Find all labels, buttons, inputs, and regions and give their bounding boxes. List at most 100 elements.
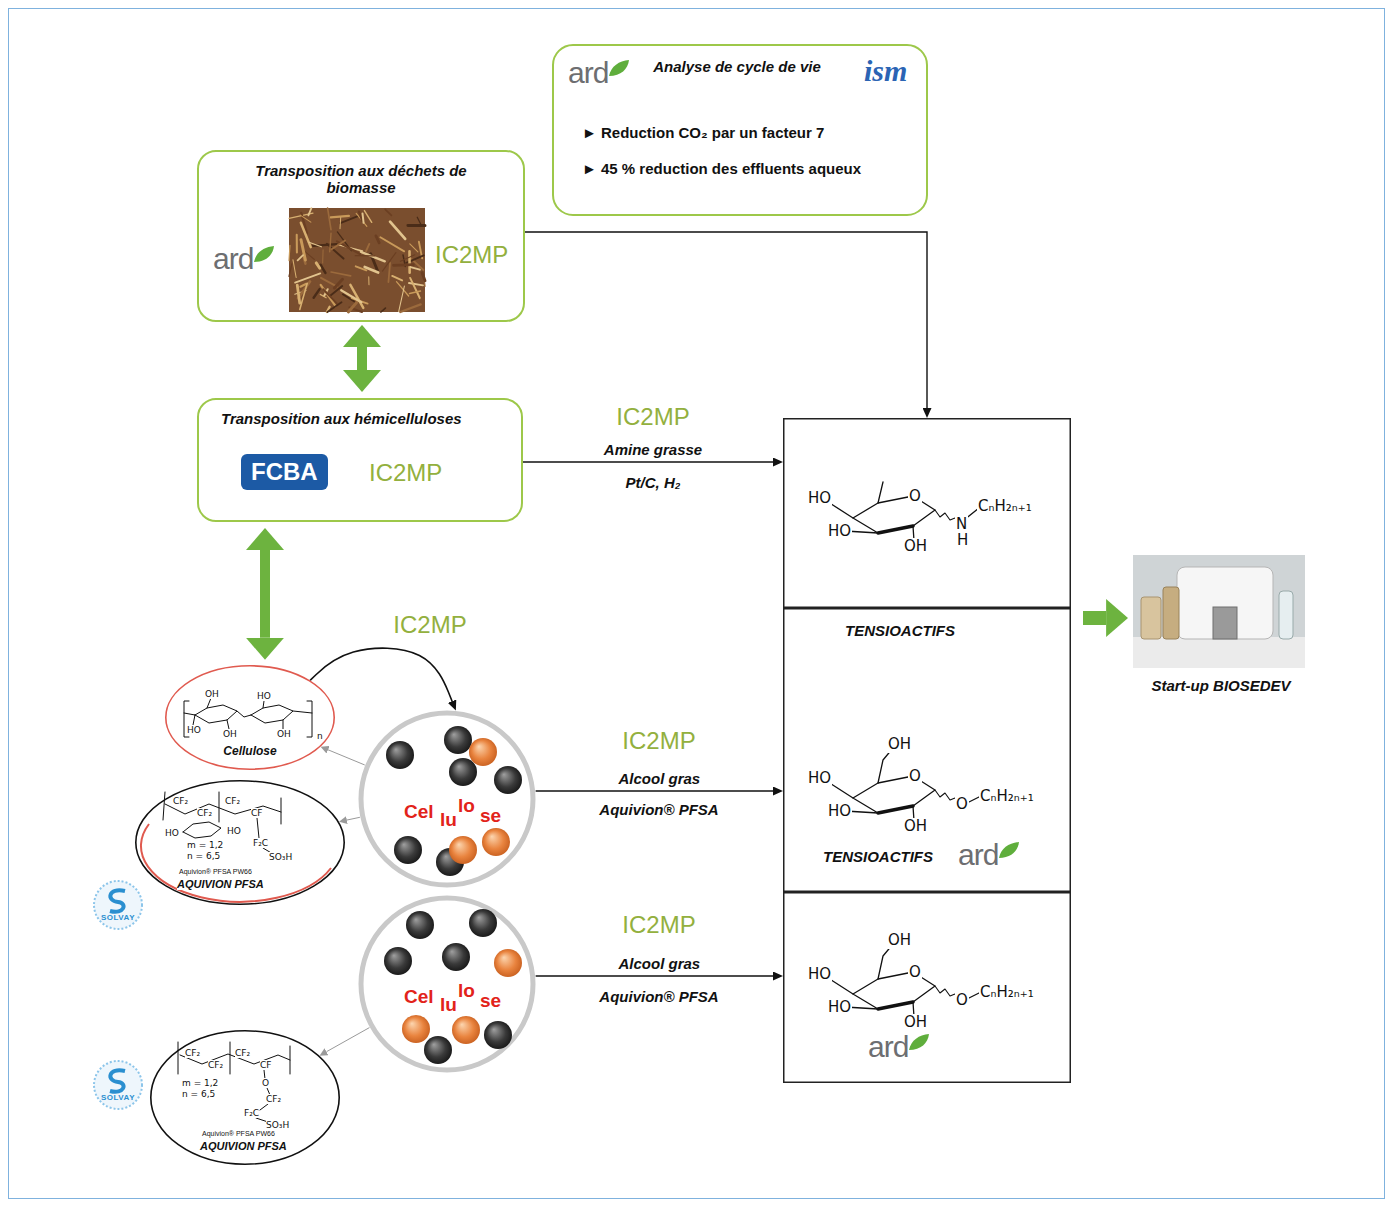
biomass-strand (341, 290, 361, 302)
partner-logo: IC2MP (393, 612, 466, 638)
partner-logo: IC2MP (435, 242, 508, 268)
biomass-strand (309, 242, 321, 247)
biomass-strand (361, 252, 385, 262)
atom-label: O (955, 992, 969, 1009)
biomass-strand (399, 286, 405, 311)
logo-name: SOLVAY (101, 913, 135, 922)
atom-label: HO (807, 770, 832, 787)
box-outline (198, 399, 522, 521)
connector (357, 347, 367, 370)
partner-logo: ard (868, 1032, 908, 1062)
bond-line (219, 792, 220, 822)
atom-label: CF₂ (225, 796, 240, 806)
bond-line (207, 698, 211, 708)
box-outline (198, 151, 524, 321)
photo-jar (1163, 587, 1179, 639)
cellulose-ball (452, 1016, 480, 1044)
solvay-swirl (110, 890, 125, 912)
result-box: ardAnalyse de cycle de vieism► Reduction… (552, 44, 928, 216)
bond-line (307, 701, 312, 737)
logo-name: SOLVAY (101, 1093, 135, 1102)
atom-label: F₂C (244, 1108, 259, 1118)
particle-text: Cel (404, 987, 434, 1008)
atom-label: HO (807, 490, 832, 507)
partner-logo: IC2MP (622, 728, 695, 754)
atom-label: CF₂ (208, 1060, 223, 1070)
bond-line (878, 526, 913, 533)
solvay-swirl (110, 1070, 125, 1092)
edge-label: Alcool gras (615, 770, 703, 787)
atom-label: HO (827, 999, 852, 1016)
biomass-strand (409, 283, 423, 285)
box-title: Transposition aux hémicelluloses (221, 410, 462, 427)
connector (536, 975, 773, 976)
atom-label: CF₂ (173, 796, 188, 806)
particle-text: lu (440, 995, 457, 1016)
bond-line (230, 1042, 231, 1074)
connector (1083, 611, 1106, 625)
atom-label: O (955, 796, 969, 813)
bond-line (184, 713, 195, 715)
product-name: Aquivion® PFSA PW66 (179, 868, 252, 876)
atom-label: F₂C (253, 838, 268, 848)
category-label: TENSIOACTIFS (845, 622, 955, 639)
biomass-strand (364, 211, 371, 223)
bond-line (251, 705, 293, 723)
product-name: AQUIVION PFSA (177, 878, 264, 890)
bond-line (878, 806, 913, 813)
catalyst-ball (469, 909, 497, 937)
biomass-strand (321, 265, 326, 273)
bond-line (878, 944, 893, 979)
biomass-strand (295, 273, 320, 282)
atom-label: OH (903, 1014, 928, 1031)
edge-label: Alcool gras (615, 955, 703, 972)
photo-caption: Start-up BIOSEDEV (1133, 677, 1309, 694)
atom-label: HO (257, 691, 271, 701)
biomass-strand (300, 215, 311, 222)
bond-line (178, 1042, 179, 1074)
bond-line (878, 1002, 913, 1009)
connector (347, 817, 360, 820)
node-outline (358, 895, 536, 1073)
biomass-strand (400, 304, 420, 312)
catalyst-label: Aquivion® PFSA (596, 988, 721, 1005)
node-outline (358, 710, 536, 888)
product-name: AQUIVION PFSA (200, 1140, 287, 1152)
connector (310, 648, 452, 701)
biomass-strand (340, 217, 342, 228)
biomass-strand (331, 272, 350, 276)
atom-label: OH (903, 538, 928, 555)
atom-label: CF₂ (185, 1048, 200, 1058)
atom-label: O (908, 768, 922, 785)
cellulose-ball (482, 828, 510, 856)
solvay-logo (94, 1061, 142, 1109)
red-arc (141, 824, 331, 902)
aquivion-cellulose-circle: CF₂CF₂CF₂CFHOHOm = 1,2n = 6,5F₂CSO₃HAqui… (135, 780, 345, 905)
connector (536, 790, 773, 791)
biomass-strand (422, 273, 425, 281)
biomass-strand (410, 278, 420, 298)
atom-label: O (262, 1078, 269, 1088)
particle-text: lo (458, 981, 475, 1002)
biomass-strand (411, 267, 420, 270)
atom-label: O (908, 964, 922, 981)
result-bullet: ► 45 % reduction des effluents aqueux (582, 160, 861, 177)
atom-label: SO₃H (269, 852, 292, 862)
biomass-strand (408, 224, 425, 227)
biomass-strand (355, 255, 375, 256)
particle-text: lu (440, 810, 457, 831)
partner-logo: ard (213, 244, 253, 274)
circle-outline (136, 781, 344, 904)
box-outline (784, 419, 1071, 608)
atom-label: HO (827, 523, 852, 540)
atom-label: CF₂ (266, 1094, 281, 1104)
biomass-strand (316, 263, 320, 268)
startup-photo-box: Start-up BIOSEDEV (1133, 555, 1309, 697)
biomass-strand (368, 277, 369, 285)
particle-text: se (480, 806, 501, 827)
particle-outline (361, 898, 533, 1070)
photo-jar (1141, 597, 1161, 639)
atom-label: HO (827, 803, 852, 820)
bond-line (283, 720, 284, 729)
biomass-strand (385, 209, 391, 215)
